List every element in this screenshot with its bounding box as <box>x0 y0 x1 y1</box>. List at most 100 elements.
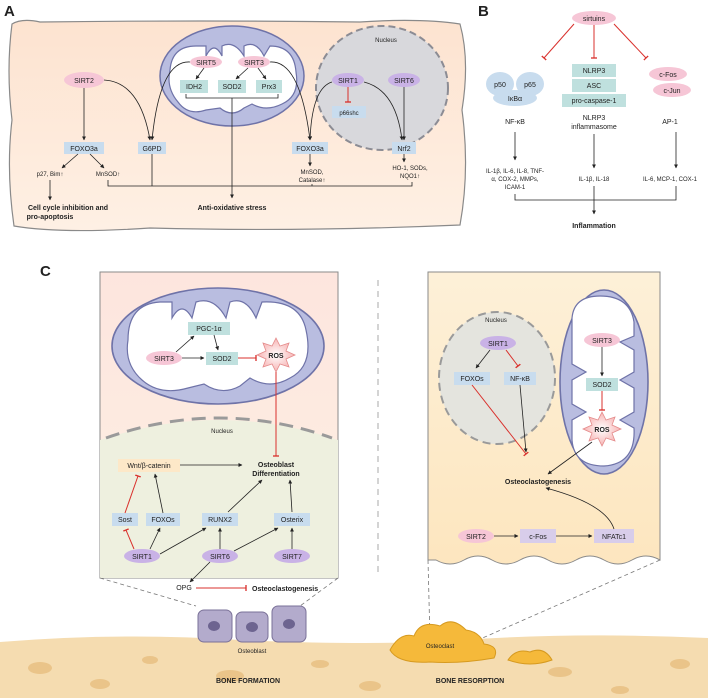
sirt6-c-left-label: SIRT6 <box>210 554 230 561</box>
asc-label: ASC <box>587 83 601 90</box>
inhibit-foxos-osteoclastogenesis <box>471 384 529 457</box>
panel-a-label: A <box>4 3 15 20</box>
mnsod-left-label: MnSOD↑ <box>96 172 120 178</box>
nucleus-a <box>315 25 449 151</box>
p65-label: p65 <box>524 82 536 89</box>
g6pd-box <box>138 142 166 154</box>
arrow-sirt1-foxos <box>149 527 161 550</box>
sod2-c-right-box <box>586 378 618 391</box>
cfos-c-right-label: c-Fos <box>529 534 547 541</box>
foxos-c-left-box <box>146 513 180 526</box>
bone-formation-label: BONE FORMATION <box>216 678 280 685</box>
foxos-c-left-label: FOXOs <box>151 517 175 524</box>
cytokines-nfkb-3: ICAM-1 <box>505 185 526 191</box>
zoom-line-left-1 <box>99 577 197 607</box>
foxo3a-left-label: FOXO3a <box>70 146 98 153</box>
cytokines-ap1: IL-6, MCP-1, COX-1 <box>643 177 698 183</box>
anti-oxidative-label: Anti-oxidative stress <box>198 205 267 212</box>
osterix-label: Osterix <box>281 517 304 524</box>
sirt1-c-right <box>480 336 516 350</box>
nucleus-a-label: Nucleus <box>375 38 397 44</box>
inhibit-sirtuins-nfkb <box>541 23 575 61</box>
arrow-runx2-osteoblast <box>227 479 263 513</box>
arrow-nfkb-osteoclastogenesis <box>519 384 528 453</box>
nlrp3-inf-label-1: NLRP3 <box>583 115 606 122</box>
sirt7-c-left-label: SIRT7 <box>282 554 302 561</box>
procaspase-box <box>562 94 626 107</box>
zoom-line-left-2 <box>299 577 339 607</box>
nrf2-box <box>392 142 416 154</box>
idh2-label: IDH2 <box>186 84 202 91</box>
osteoblast-label: Osteoblast <box>238 649 267 655</box>
sost-label: Sost <box>118 517 132 524</box>
sirt6-c-left <box>202 549 238 563</box>
arrow-osterix-osteoblast <box>288 479 293 513</box>
cfos-b <box>649 67 687 81</box>
arrow-sirt3-foxo3a <box>269 61 312 141</box>
sirt3-c-right <box>584 333 620 347</box>
arrow-nfatc1-osteoclastogenesis <box>545 486 615 530</box>
osteoclast-cell-small <box>507 649 553 665</box>
foxos-c-right-box <box>454 372 490 385</box>
arrow-sirt1-foxo3a <box>308 81 333 141</box>
arrow-sirt1-runx2 <box>159 527 207 555</box>
idh2-box <box>180 80 208 93</box>
foxo3a-right-label: FOXO3a <box>296 146 324 153</box>
mitochondrion-c-left <box>111 287 325 405</box>
bracket-inflammation <box>514 186 677 201</box>
p27-bim-label: p27, Bim↑ <box>37 172 64 178</box>
arrow-ros-osteoclastogenesis <box>547 441 593 475</box>
sirt1-c-left-label: SIRT1 <box>132 554 152 561</box>
ho1-label-2: NQO1↑ <box>400 174 420 180</box>
nfatc1-box <box>594 529 634 543</box>
arrow-foxo3a-mnsod <box>89 153 105 169</box>
cytokines-nfkb-1: IL-1β, IL-6, IL-8, TNF- <box>486 169 544 175</box>
foxo3a-right-box <box>292 142 328 154</box>
sirt1-a-label: SIRT1 <box>338 78 358 85</box>
nlrp3-label: NLRP3 <box>583 68 606 75</box>
prx3-box <box>256 80 282 93</box>
arrow-sirt6-opg <box>189 561 211 583</box>
pgc1a-label: PGC-1α <box>196 326 221 333</box>
bone-resorption-label: BONE RESORPTION <box>436 678 504 685</box>
sod2-a-label: SOD2 <box>222 84 241 91</box>
sirt2-a-label: SIRT2 <box>74 78 94 85</box>
sirt5-a-label: SIRT5 <box>196 60 216 67</box>
sirt1-c-left <box>124 549 160 563</box>
cfos-c-right-box <box>520 529 556 543</box>
ros-c-left-label: ROS <box>268 353 284 360</box>
sod2-a-box <box>218 80 246 93</box>
sirt1-a <box>332 73 364 87</box>
sod2-c-right-label: SOD2 <box>592 382 611 389</box>
p66shc-label: p66shc <box>339 111 358 117</box>
ros-burst-c-right <box>582 411 622 447</box>
nlrp3-box <box>572 64 616 77</box>
nfkb-complex <box>486 72 544 106</box>
arrow-foxo3a-p27 <box>61 153 79 169</box>
bone-surface <box>0 635 708 698</box>
foxo3a-left-box <box>64 142 104 154</box>
sirt2-c-right <box>458 529 494 543</box>
ros-c-right-label: ROS <box>594 427 610 434</box>
sirt3-c-left <box>146 351 182 365</box>
nrf2-label: Nrf2 <box>397 146 410 153</box>
g6pd-label: G6PD <box>142 146 161 153</box>
nlrp3-inf-label-2: inflammasome <box>571 124 617 131</box>
bracket-antioxidative <box>107 180 413 187</box>
inhibit-sirt1-sost <box>122 528 135 550</box>
cjun-b-label: c-Jun <box>663 88 680 95</box>
arrow-sirt2-g6pd <box>103 79 152 141</box>
ikba-label: IκBα <box>508 96 522 103</box>
inhibit-sirt1-nfkb-right <box>505 349 521 369</box>
runx2-box <box>202 513 238 526</box>
cytokines-nfkb-2: α, COX-2, MMPs, <box>491 177 538 183</box>
sirt7-c-left <box>274 549 310 563</box>
ap1-label: AP-1 <box>662 119 678 126</box>
p50-label: p50 <box>494 82 506 89</box>
cytokines-nlrp3: IL-1β, IL-18 <box>579 177 610 183</box>
sirtuins-b <box>572 11 616 25</box>
sirt6-a <box>388 73 420 87</box>
sirt6-a-label: SIRT6 <box>394 78 414 85</box>
arrow-sirt3-pgc1a <box>175 335 195 353</box>
